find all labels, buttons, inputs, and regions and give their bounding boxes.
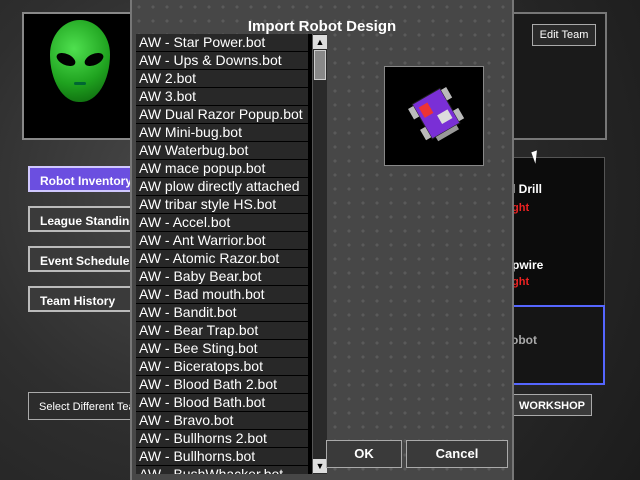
file-list-item[interactable]: AW mace popup.bot: [136, 160, 308, 177]
file-list-item[interactable]: AW - BushWhacker.bot: [136, 466, 308, 474]
file-list-item[interactable]: AW - Biceratops.bot: [136, 358, 308, 375]
file-list-item[interactable]: AW - Ant Warrior.bot: [136, 232, 308, 249]
alien-logo-icon: [50, 20, 110, 102]
file-list-item[interactable]: AW Mini-bug.bot: [136, 124, 308, 141]
file-list-item[interactable]: AW - Bravo.bot: [136, 412, 308, 429]
file-list-item[interactable]: AW - Bee Sting.bot: [136, 340, 308, 357]
file-list-item[interactable]: AW - Bad mouth.bot: [136, 286, 308, 303]
league-standings-button[interactable]: League Standings: [28, 206, 138, 232]
robot-slot-label: obot: [511, 333, 537, 347]
workshop-button[interactable]: WORKSHOP: [508, 394, 592, 416]
file-list-item[interactable]: AW 3.bot: [136, 88, 308, 105]
alien-eye-left: [54, 50, 78, 69]
file-list-item[interactable]: AW 2.bot: [136, 70, 308, 87]
scroll-down-icon[interactable]: ▼: [313, 459, 327, 473]
file-list-item[interactable]: AW - Bullhorns 2.bot: [136, 430, 308, 447]
robot-preview: [384, 66, 484, 166]
alien-mouth: [74, 82, 86, 85]
edit-team-button[interactable]: Edit Team: [532, 24, 596, 46]
robot-name-2: pwire: [512, 258, 544, 272]
file-list-item[interactable]: AW - Star Power.bot: [136, 34, 308, 51]
file-list-item[interactable]: AW plow directly attached: [136, 178, 308, 195]
file-list-item[interactable]: AW - Atomic Razor.bot: [136, 250, 308, 267]
file-list-item[interactable]: AW Dual Razor Popup.bot: [136, 106, 308, 123]
alien-eye-right: [82, 50, 106, 69]
file-list-item[interactable]: AW - Bullhorns.bot: [136, 448, 308, 465]
cancel-button[interactable]: Cancel: [406, 440, 508, 468]
dialog-title: Import Robot Design: [247, 18, 397, 35]
file-list-item[interactable]: AW - Blood Bath.bot: [136, 394, 308, 411]
robot-inventory-button[interactable]: Robot Inventory: [28, 166, 138, 192]
ok-button[interactable]: OK: [326, 440, 402, 468]
file-list-item[interactable]: AW - Baby Bear.bot: [136, 268, 308, 285]
empty-robot-slot[interactable]: obot: [505, 305, 605, 385]
file-list-item[interactable]: AW tribar style HS.bot: [136, 196, 308, 213]
event-schedule-button[interactable]: Event Schedule: [28, 246, 138, 272]
file-list-item[interactable]: AW - Bandit.bot: [136, 304, 308, 321]
file-list-item[interactable]: AW - Blood Bath 2.bot: [136, 376, 308, 393]
robot-status-1: ght: [512, 202, 530, 214]
select-different-team-button[interactable]: Select Different Team: [28, 392, 138, 420]
file-list-item[interactable]: AW Waterbug.bot: [136, 142, 308, 159]
file-list-item[interactable]: AW - Ups & Downs.bot: [136, 52, 308, 69]
robot-status-2: ght: [512, 276, 530, 288]
list-scrollbar[interactable]: ▲ ▼: [312, 34, 327, 474]
team-history-button[interactable]: Team History: [28, 286, 138, 312]
file-list-item[interactable]: AW - Bear Trap.bot: [136, 322, 308, 339]
robot-preview-icon: [408, 87, 465, 142]
team-logo: [22, 12, 138, 140]
scroll-up-icon[interactable]: ▲: [313, 35, 327, 49]
robot-name-1: l Drill: [512, 182, 543, 196]
scroll-thumb[interactable]: [314, 50, 326, 80]
file-list-item[interactable]: AW - Accel.bot: [136, 214, 308, 231]
